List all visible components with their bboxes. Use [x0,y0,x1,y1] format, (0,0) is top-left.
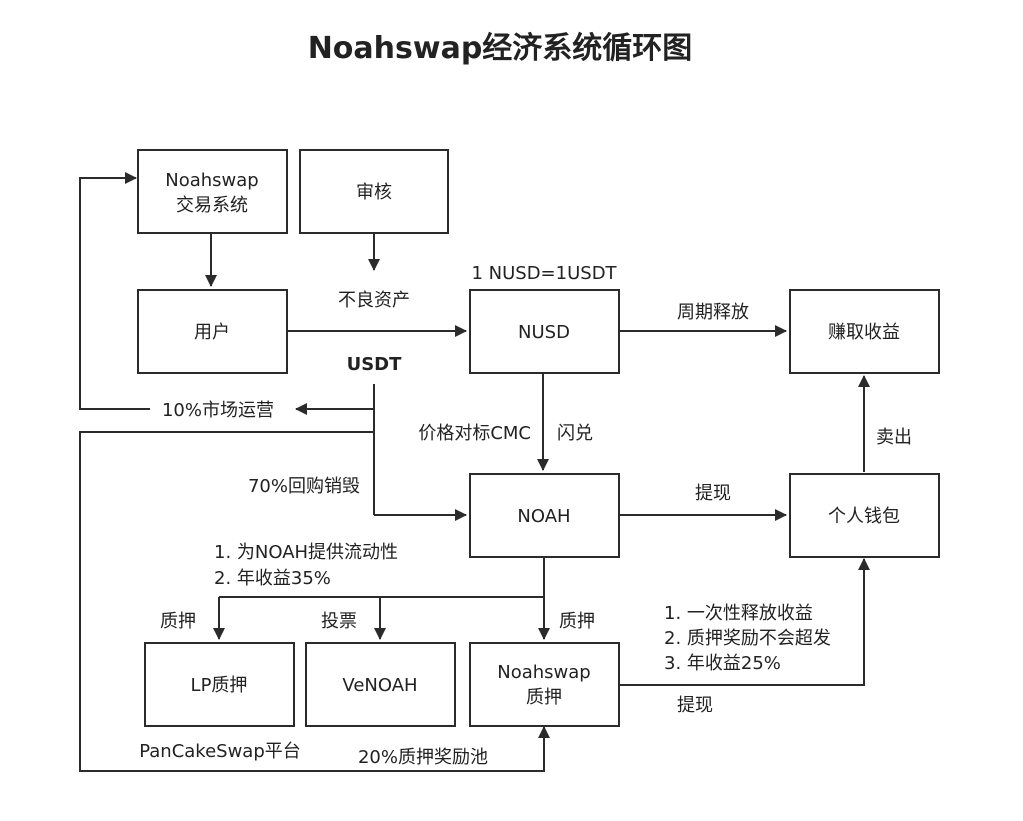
nusd-box: NUSD [469,289,620,374]
sell-label: 卖出 [876,427,912,448]
trading-system-line2: 交易系统 [176,195,248,216]
withdraw-top-label: 提现 [695,483,731,504]
trading-system-line1: Noahswap [165,170,258,191]
noah-stake-line1: Noahswap [497,662,590,683]
arrow-stake-to-wallet [619,558,870,686]
trading-system-box: Noahswap 交易系统 [137,149,288,234]
stake-mid-label: 质押 [559,611,595,632]
flash-swap-label: 闪兑 [557,423,593,444]
market-ops-label: 10%市场运营 [162,400,274,421]
noah-stake-line2: 质押 [526,687,562,708]
usdt-label: USDT [347,354,403,375]
user-box: 用户 [137,289,288,374]
arrow-market-loop-to-trading [79,172,150,410]
lp-stake-label: LP质押 [191,675,248,696]
audit-label: 审核 [356,182,392,203]
vote-label: 投票 [321,611,357,632]
arrow-reward-pool-to-stake [79,431,550,772]
noah-label: NOAH [517,506,570,527]
wallet-box: 个人钱包 [789,473,940,558]
lp-benefit-1: 1. 为NOAH提供流动性 [214,542,398,563]
edge-labels: 1 NUSD=1USDT 不良资产 USDT 周期释放 10%市场运营 价格对标… [139,263,912,768]
periodic-release-label: 周期释放 [677,302,749,323]
lp-stake-box: LP质押 [144,642,295,727]
buyback-burn-label: 70%回购销毁 [248,476,360,497]
wallet-label: 个人钱包 [828,506,900,527]
stake-benefit-1: 1. 一次性释放收益 [664,603,813,624]
earn-label: 赚取收益 [828,322,900,343]
pancake-label: PanCakeSwap平台 [139,741,301,762]
stake-benefit-3: 3. 年收益25% [664,653,781,674]
lp-benefit-2: 2. 年收益35% [214,568,331,589]
venoah-label: VeNOAH [342,675,417,696]
reward-pool-label: 20%质押奖励池 [358,747,488,768]
audit-box: 审核 [299,149,449,234]
venoah-box: VeNOAH [305,642,456,727]
user-label: 用户 [194,322,230,343]
nusd-label: NUSD [518,322,570,343]
withdraw-bottom-label: 提现 [677,695,713,716]
stake-left-label: 质押 [160,611,196,632]
bad-assets-label: 不良资产 [338,290,410,311]
noah-box: NOAH [469,473,620,558]
connectors [79,172,870,772]
noah-stake-box: Noahswap 质押 [469,642,620,727]
stake-benefit-2: 2. 质押奖励不会超发 [664,628,831,649]
peg-label: 1 NUSD=1USDT [471,263,617,284]
earn-box: 赚取收益 [789,289,940,374]
cmc-pricing-label: 价格对标CMC [418,423,531,444]
diagram-title: Noahswap经济系统循环图 [308,31,693,66]
